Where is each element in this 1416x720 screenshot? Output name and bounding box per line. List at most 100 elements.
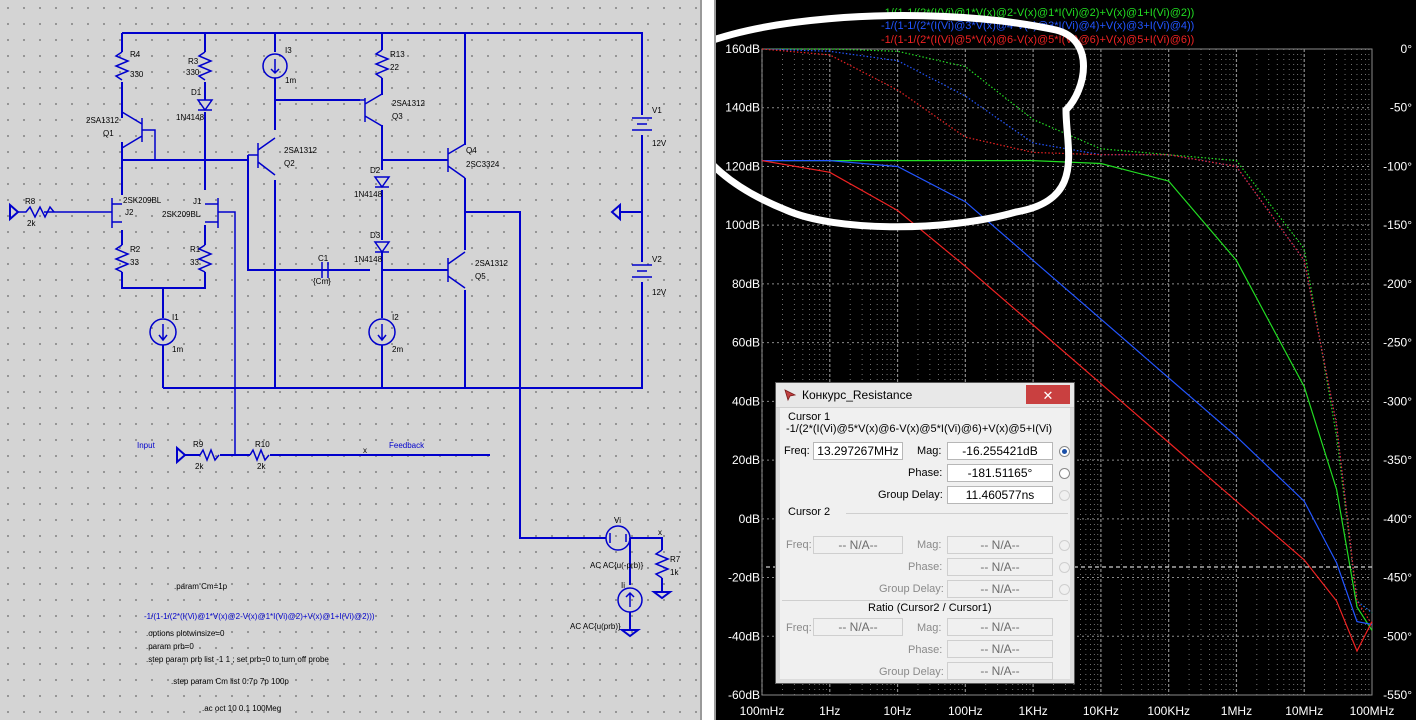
cursor2-mag-field[interactable]: -- N/A-- [947, 536, 1053, 554]
cursor2-heading: Cursor 2 [788, 506, 831, 518]
pane-divider[interactable] [700, 0, 716, 720]
diode-d3[interactable] [373, 241, 391, 254]
trace-label-red[interactable]: -1/(1-1/(2*(I(Vi)@5*V(x)@6-V(x)@5*I(Vi)@… [881, 34, 1194, 46]
directive-step-prb[interactable]: .step param prb list -1 1 ; set prb=0 to… [146, 655, 329, 664]
x-tick-label: 10Hz [884, 704, 912, 718]
magnitude-trace-1[interactable] [762, 160, 1373, 626]
net-label-x-feedback[interactable]: x [363, 446, 367, 455]
directive-expression[interactable]: -1/(1-1/(2*(I(Vi)@1*V(x)@2-V(x)@1*I(Vi)@… [144, 612, 375, 621]
schematic-pane[interactable]: R4 330 R3 330 D1 1N4148 I3 1m R13 22 2SA… [0, 0, 700, 720]
label-r10-name: R10 [255, 440, 270, 449]
x-tick-label: 10KHz [1083, 704, 1119, 718]
label-i2-name: I2 [392, 313, 399, 322]
resistor-r9[interactable] [199, 447, 220, 463]
cursor1-freq-field[interactable]: 13.297267MHz [813, 442, 903, 460]
cursor1-group-delay-field[interactable]: 11.460577ns [947, 486, 1053, 504]
close-button[interactable]: ✕ [1026, 385, 1070, 404]
cursor2-mag-radio[interactable] [1059, 540, 1070, 551]
resistor-r2[interactable] [114, 244, 130, 273]
label-i3-name: I3 [285, 46, 292, 55]
magnitude-trace-2[interactable] [761, 160, 1373, 653]
y-left-tick-label: -20dB [728, 571, 760, 585]
directive-ac[interactable]: .ac oct 10 0.1 100Meg [202, 704, 281, 713]
cursor2-group-delay-radio[interactable] [1059, 584, 1070, 595]
ratio-mag-field[interactable]: -- N/A-- [947, 618, 1053, 636]
cursor1-mag-label: Mag: [917, 445, 942, 457]
transistor-q5[interactable] [447, 251, 466, 289]
directive-step-cm[interactable]: .step param Cm list 0.7p 7p 100p [171, 677, 289, 686]
transistor-q1[interactable] [121, 111, 156, 160]
wire-i3-q2[interactable] [247, 33, 370, 388]
jfet-j2[interactable] [44, 198, 122, 228]
directive-options[interactable]: .options plotwinsize=0 [146, 629, 225, 638]
y-right-tick-label: -400° [1383, 512, 1412, 526]
resistor-r3[interactable] [197, 51, 213, 81]
resistor-r1[interactable] [197, 244, 213, 273]
current-source-ii[interactable] [617, 587, 643, 613]
directive-param-prb[interactable]: .param prb=0 [146, 642, 194, 651]
ratio-mag-label: Mag: [917, 622, 942, 634]
wire-d2-q4[interactable] [382, 159, 448, 271]
cursor2-phase-field[interactable]: -- N/A-- [947, 558, 1053, 576]
resistor-r13[interactable] [374, 49, 390, 79]
capacitor-c1[interactable] [321, 262, 329, 278]
y-left-tick-label: 80dB [732, 277, 760, 291]
schematic-canvas[interactable]: R4 330 R3 330 D1 1N4148 I3 1m R13 22 2SA… [0, 0, 700, 720]
label-r7-name: R7 [670, 555, 681, 564]
cursor1-mag-field[interactable]: -16.255421dB [947, 442, 1053, 460]
magnitude-trace-0[interactable] [762, 160, 1373, 631]
cursor2-group-delay-field[interactable]: -- N/A-- [947, 580, 1053, 598]
wire-top-rail[interactable] [122, 32, 643, 115]
ratio-phase-field[interactable]: -- N/A-- [947, 640, 1053, 658]
cursor1-mag-radio[interactable] [1059, 446, 1070, 457]
transistor-q4[interactable] [447, 143, 466, 179]
label-r13-value: 22 [390, 63, 399, 72]
wire-v1-v2[interactable] [620, 135, 643, 262]
label-c1-name: C1 [318, 254, 329, 263]
label-ii-value: AC AC{u(prb)} [570, 622, 621, 631]
cursor1-group-delay-radio[interactable] [1059, 490, 1070, 501]
label-q3-value: 2SA1312 [392, 99, 425, 108]
net-label-feedback[interactable]: Feedback [389, 441, 425, 450]
wire-bottom-rail[interactable] [163, 282, 643, 389]
label-r3-name: R3 [188, 57, 199, 66]
y-left-tick-label: 60dB [732, 336, 760, 350]
directive-param-cm[interactable]: .param Cm=1p [174, 582, 228, 591]
x-tick-label: 10MHz [1285, 704, 1323, 718]
resistor-r7[interactable] [654, 549, 670, 579]
label-r9-name: R9 [193, 440, 204, 449]
y-left-tick-label: 40dB [732, 394, 760, 408]
x-tick-label: 100MHz [1350, 704, 1395, 718]
cursor1-phase-radio[interactable] [1059, 468, 1070, 479]
resistor-r8[interactable] [18, 205, 55, 219]
wire-probe[interactable] [629, 537, 663, 630]
cursor-dialog[interactable]: Конкурс_Resistance ✕ Cursor 1 -1/(2*(I(V… [775, 382, 1075, 684]
cursor2-phase-radio[interactable] [1059, 562, 1070, 573]
battery-v2[interactable] [632, 264, 652, 278]
net-label-input[interactable]: Input [137, 441, 156, 450]
phase-trace-3[interactable] [762, 48, 1373, 614]
current-source-i1[interactable] [149, 318, 177, 346]
ratio-group-delay-field[interactable]: -- N/A-- [947, 662, 1053, 680]
label-v2-name: V2 [652, 255, 662, 264]
cursor2-freq-field[interactable]: -- N/A-- [813, 536, 903, 554]
resistor-r4[interactable] [114, 51, 130, 81]
diode-d2[interactable] [373, 176, 391, 189]
dialog-titlebar[interactable]: Конкурс_Resistance ✕ [776, 383, 1074, 408]
wire-output-col[interactable] [464, 33, 606, 539]
transistor-q2[interactable] [248, 137, 276, 176]
jfet-j1[interactable] [205, 198, 236, 455]
ratio-freq-field[interactable]: -- N/A-- [813, 618, 903, 636]
resistor-r10[interactable] [249, 447, 270, 463]
transistor-q3[interactable] [360, 93, 383, 127]
cursor1-phase-field[interactable]: -181.51165° [947, 464, 1053, 482]
current-source-i2[interactable] [368, 318, 396, 346]
net-label-x-probe[interactable]: x [658, 528, 662, 537]
y-right-tick-label: -150° [1383, 218, 1412, 232]
phase-trace-4[interactable] [761, 48, 1373, 614]
current-source-i3[interactable] [262, 53, 288, 79]
wire-left-col[interactable] [121, 33, 248, 388]
diode-d1[interactable] [196, 99, 214, 112]
cursor1-expression: -1/(2*(I(Vi)@5*V(x)@6-V(x)@5*I(Vi)@6)+V(… [786, 423, 1053, 435]
battery-v1[interactable] [632, 117, 652, 131]
